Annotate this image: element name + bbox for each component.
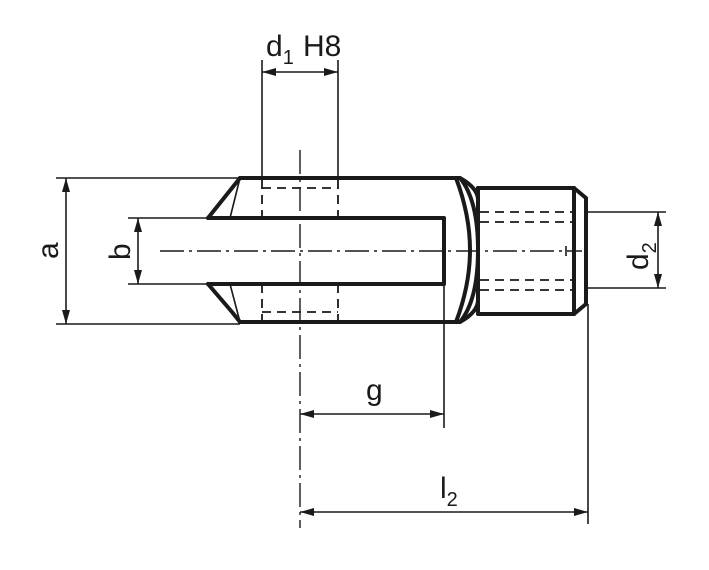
chamfer-top-inner xyxy=(229,177,241,219)
dimension-g: g xyxy=(300,284,445,428)
g-arrow-right xyxy=(430,410,444,418)
shank-end-chamfer xyxy=(572,186,588,316)
d1-arrow-right xyxy=(324,68,338,76)
g-label: g xyxy=(366,374,383,407)
b-arrow-top xyxy=(134,218,142,232)
d1-arrow-left xyxy=(262,68,276,76)
threaded-shank xyxy=(476,186,588,316)
chamfer-top xyxy=(206,176,242,220)
dimension-l2: l2 xyxy=(300,304,589,524)
body-bottom-edge xyxy=(238,298,480,324)
d1-label: d1 xyxy=(266,30,294,69)
l2-arrow-right xyxy=(574,508,588,516)
dimension-d2: d2 xyxy=(588,211,666,289)
body-top-edge xyxy=(238,176,480,202)
chamfer-bottom-inner xyxy=(229,283,241,323)
a-label: a xyxy=(32,242,65,259)
slot-outline xyxy=(206,216,446,286)
l2-label: l2 xyxy=(440,472,458,511)
dimension-b: b xyxy=(104,217,210,285)
dimension-a: a xyxy=(32,177,240,325)
a-arrow-top xyxy=(62,178,70,192)
d2-arrow-bottom xyxy=(654,274,662,288)
b-label: b xyxy=(104,243,137,260)
d2-label: d2 xyxy=(622,242,661,270)
b-arrow-bottom xyxy=(134,270,142,284)
d2-arrow-top xyxy=(654,212,662,226)
d1-tolerance-label: H8 xyxy=(303,30,341,63)
clevis-body-outline xyxy=(206,176,480,324)
g-arrow-left xyxy=(300,410,314,418)
chamfer-bottom xyxy=(206,282,242,324)
a-arrow-bottom xyxy=(62,310,70,324)
dimension-d1: d1 H8 xyxy=(261,30,341,180)
l2-arrow-left xyxy=(300,508,314,516)
body-end-inner xyxy=(454,176,472,324)
